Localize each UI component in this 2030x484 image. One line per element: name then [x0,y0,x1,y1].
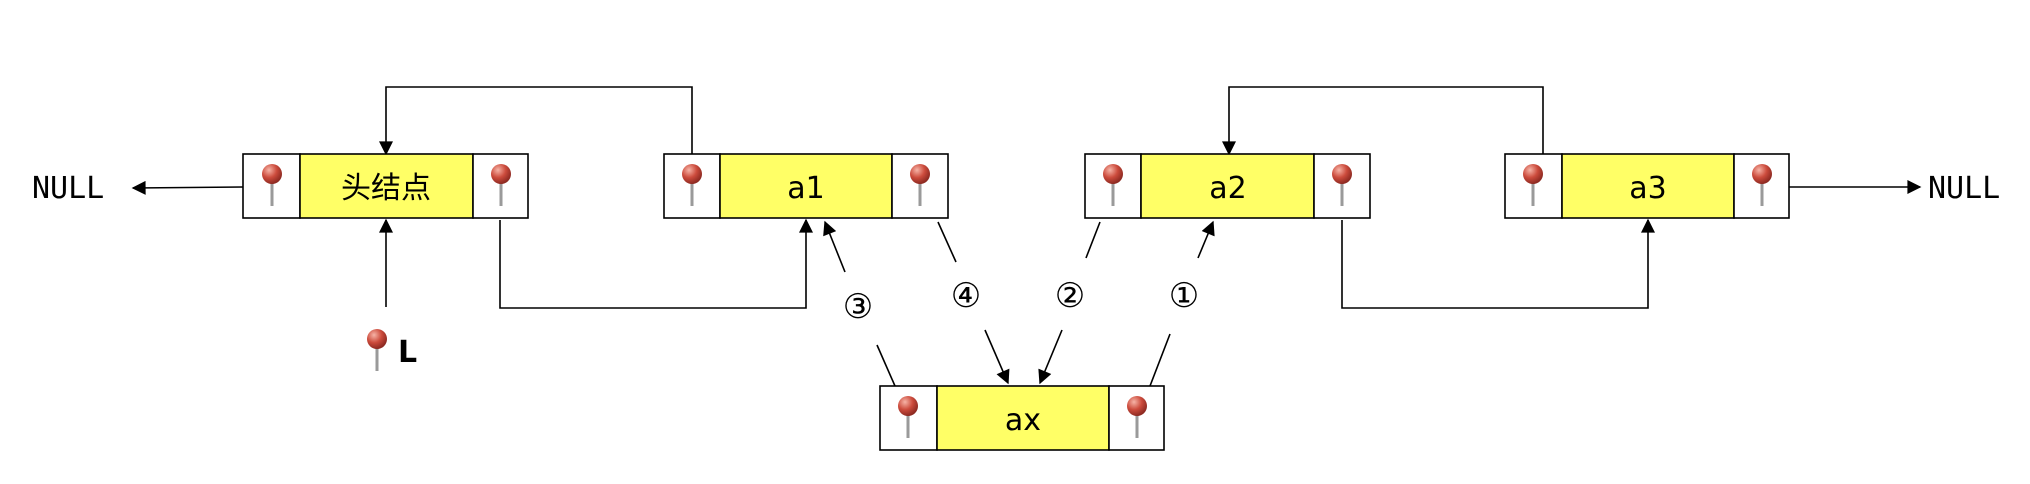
a2-data-field [1140,153,1315,219]
a2-node-label: a2 [1209,171,1246,206]
step-3-label: ③ [843,287,873,327]
step1-line-upper [1197,220,1215,259]
pushpin-icon [365,327,389,373]
a1-prior-to-head-arrow [379,86,693,156]
connectors [131,86,1922,387]
a3-data-field [1561,153,1735,219]
ax-data-field [936,385,1110,451]
a2-next-to-a3-arrow [1341,218,1655,309]
step-1-label: ① [1169,276,1199,316]
a3-node-label: a3 [1629,171,1666,206]
head-prior-to-null-arrow [131,180,244,195]
null-left-label: NULL [32,171,104,206]
step4-line-upper [937,221,957,263]
head-next-to-a1-arrow [499,218,813,309]
node-ax: ax [879,385,1165,451]
node-a3: a3 [1504,153,1790,219]
head-node-label: 头结点 [341,171,431,206]
node-a2: a2 [1084,153,1371,219]
a3-prior-to-a2-arrow [1222,86,1544,156]
step4-line-lower [984,329,1010,385]
step1-line-lower [1149,333,1171,387]
step2-line-lower [1038,329,1063,385]
step3-line-upper [823,220,846,273]
null-right-label: NULL [1928,171,2000,206]
step-2-label: ② [1055,276,1085,316]
node-head: 头结点 [242,153,529,219]
step-4-label: ④ [951,276,981,316]
ax-node-label: ax [1005,403,1041,438]
a1-data-field [719,153,893,219]
a1-node-label: a1 [787,171,824,206]
step3-line-lower [876,344,896,387]
step2-line-upper [1085,221,1101,259]
head-pointer-label: L [398,335,417,370]
node-a1: a1 [663,153,949,219]
head-pointer-l: L [365,327,417,373]
